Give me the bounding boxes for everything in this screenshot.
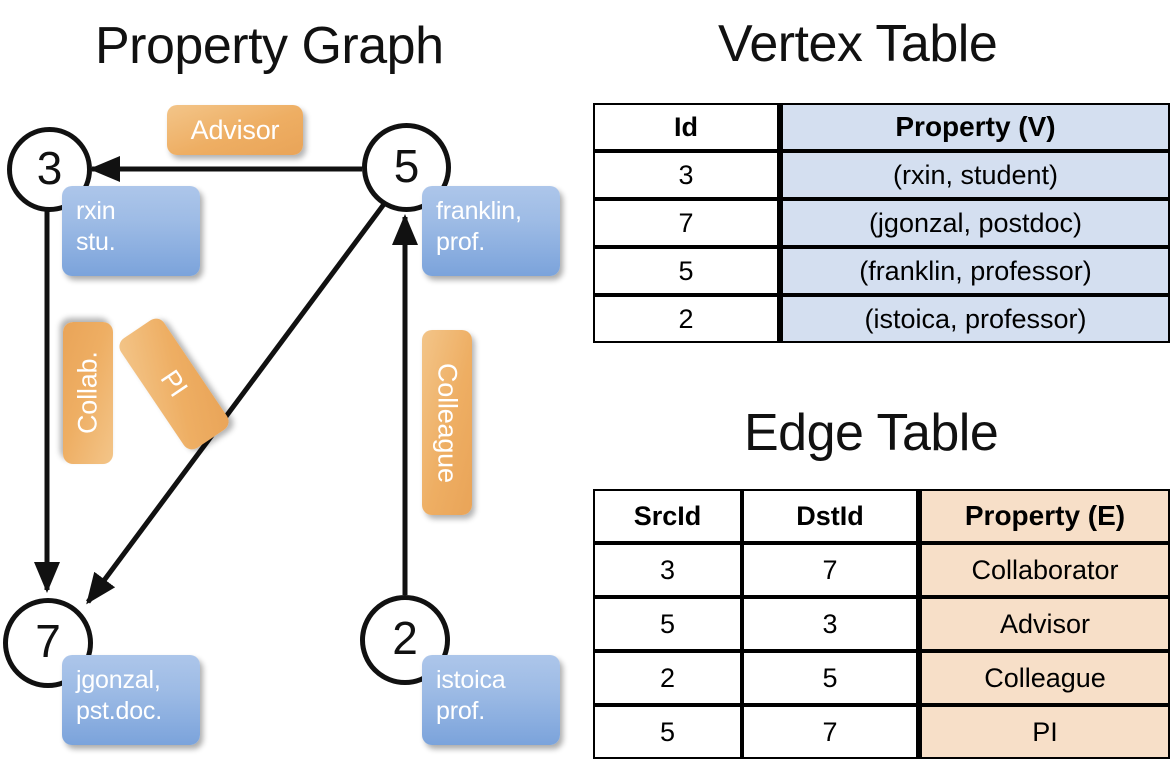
edge-cell-dstid: 5 — [742, 651, 918, 705]
edge-cell-property: Collaborator — [918, 543, 1170, 597]
edge-cell-dstid: 7 — [742, 705, 918, 759]
edge-cell-srcid: 3 — [593, 543, 742, 597]
graph-node-2-label: 2 — [392, 612, 418, 664]
vertex-cell-id: 3 — [593, 151, 779, 199]
edge-label-collab: Collab. — [63, 322, 113, 464]
page-title-vertex-table: Vertex Table — [718, 15, 998, 73]
table-row: 5 7 PI — [593, 705, 1170, 759]
node-property-franklin-line1: franklin, — [436, 197, 522, 225]
node-property-rxin-line2: stu. — [76, 228, 116, 257]
property-graph-diagram: 3 5 7 2 rxin stu. franklin, prof. jgonza… — [0, 90, 585, 760]
edge-label-advisor: Advisor — [167, 105, 303, 155]
edge-label-collab-text: Collab. — [72, 351, 103, 435]
edge-cell-property: Colleague — [918, 651, 1170, 705]
vertex-table-header-row: Id Property (V) — [593, 103, 1170, 151]
edge-cell-srcid: 2 — [593, 651, 742, 705]
node-property-franklin-line2: prof. — [436, 228, 486, 257]
edge-cell-property: PI — [918, 705, 1170, 759]
vertex-cell-property: (rxin, student) — [779, 151, 1170, 199]
table-row: 2 5 Colleague — [593, 651, 1170, 705]
edge-label-pi-text: PI — [154, 364, 194, 403]
edge-pi-5-to-7 — [85, 194, 393, 605]
edge-table-header-row: SrcId DstId Property (E) — [593, 489, 1170, 543]
graph-edges-layer — [34, 156, 418, 605]
node-property-istoica-line1: istoica — [436, 666, 506, 694]
vertex-cell-property: (jgonzal, postdoc) — [779, 199, 1170, 247]
edge-table-header-property: Property (E) — [918, 489, 1170, 543]
edge-table-header-srcid: SrcId — [593, 489, 742, 543]
edge-cell-property: Advisor — [918, 597, 1170, 651]
page-title-edge-table: Edge Table — [744, 404, 999, 462]
edge-cell-dstid: 3 — [742, 597, 918, 651]
graph-node-3-label: 3 — [36, 141, 63, 194]
vertex-table-header-property: Property (V) — [779, 103, 1170, 151]
edge-table: SrcId DstId Property (E) 3 7 Collaborato… — [593, 489, 1170, 759]
vertex-table: Id Property (V) 3 (rxin, student) 7 (jgo… — [593, 103, 1170, 343]
edge-cell-dstid: 7 — [742, 543, 918, 597]
edge-label-colleague: Colleague — [422, 330, 472, 515]
vertex-cell-property: (istoica, professor) — [779, 295, 1170, 343]
node-property-box-istoica: istoica prof. — [422, 655, 560, 745]
graph-node-3[interactable]: 3 — [7, 127, 92, 212]
table-row: 7 (jgonzal, postdoc) — [593, 199, 1170, 247]
node-property-jgonzal-line1: jgonzal, — [76, 666, 161, 694]
table-row: 3 7 Collaborator — [593, 543, 1170, 597]
table-row: 2 (istoica, professor) — [593, 295, 1170, 343]
node-property-rxin-line1: rxin — [76, 197, 116, 225]
vertex-table-header-id: Id — [593, 103, 779, 151]
table-row: 5 3 Advisor — [593, 597, 1170, 651]
vertex-cell-id: 2 — [593, 295, 779, 343]
edge-cell-srcid: 5 — [593, 597, 742, 651]
node-property-box-jgonzal: jgonzal, pst.doc. — [62, 655, 200, 745]
table-row: 5 (franklin, professor) — [593, 247, 1170, 295]
graph-node-5[interactable]: 5 — [362, 123, 451, 212]
node-property-box-franklin: franklin, prof. — [422, 186, 560, 276]
edge-label-advisor-text: Advisor — [190, 114, 280, 145]
edge-label-colleague-text: Colleague — [432, 362, 463, 483]
edge-table-header-dstid: DstId — [742, 489, 918, 543]
table-row: 3 (rxin, student) — [593, 151, 1170, 199]
vertex-cell-id: 7 — [593, 199, 779, 247]
graph-node-5-label: 5 — [393, 139, 420, 192]
page-title-property-graph: Property Graph — [95, 17, 444, 75]
node-property-istoica-line2: prof. — [436, 697, 486, 726]
node-property-jgonzal-line2: pst.doc. — [76, 697, 162, 726]
node-property-box-rxin: rxin stu. — [62, 186, 200, 276]
graph-node-7-label: 7 — [35, 615, 61, 667]
edge-cell-srcid: 5 — [593, 705, 742, 759]
vertex-cell-property: (franklin, professor) — [779, 247, 1170, 295]
vertex-cell-id: 5 — [593, 247, 779, 295]
